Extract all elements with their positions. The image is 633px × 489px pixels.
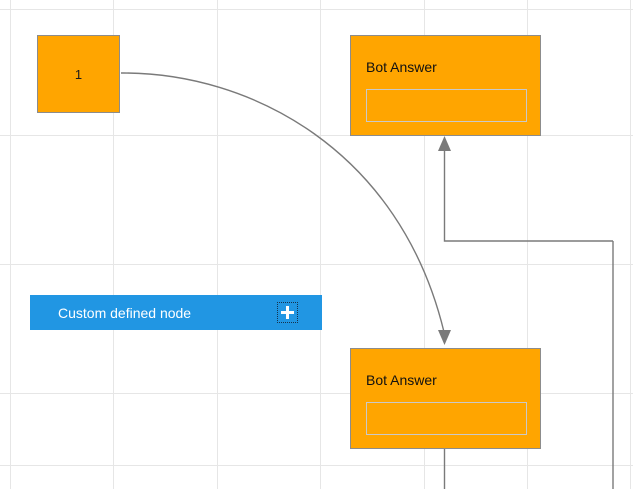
node-bot-answer-bottom[interactable]: Bot Answer	[350, 348, 541, 449]
arrowhead-down-icon	[438, 330, 451, 345]
node-start-label: 1	[74, 66, 83, 82]
node-bot-answer-bottom-title: Bot Answer	[366, 372, 437, 388]
custom-defined-node-label: Custom defined node	[58, 304, 192, 321]
arrowhead-up-icon	[438, 136, 451, 151]
node-bot-answer-bottom-slot[interactable]	[366, 402, 527, 435]
plus-icon-vertical-bar	[286, 306, 289, 319]
custom-defined-node-item[interactable]: Custom defined node	[30, 295, 322, 330]
node-start[interactable]: 1	[37, 35, 120, 113]
plus-icon[interactable]	[277, 302, 298, 323]
edge-bot-answer-bottom-to-bot-answer-top[interactable]	[443, 146, 614, 242]
node-bot-answer-top-slot[interactable]	[366, 89, 527, 122]
edge-start-to-bot-answer-bottom[interactable]	[120, 72, 445, 333]
node-bot-answer-top[interactable]: Bot Answer	[350, 35, 541, 136]
node-bot-answer-top-title: Bot Answer	[366, 59, 437, 75]
